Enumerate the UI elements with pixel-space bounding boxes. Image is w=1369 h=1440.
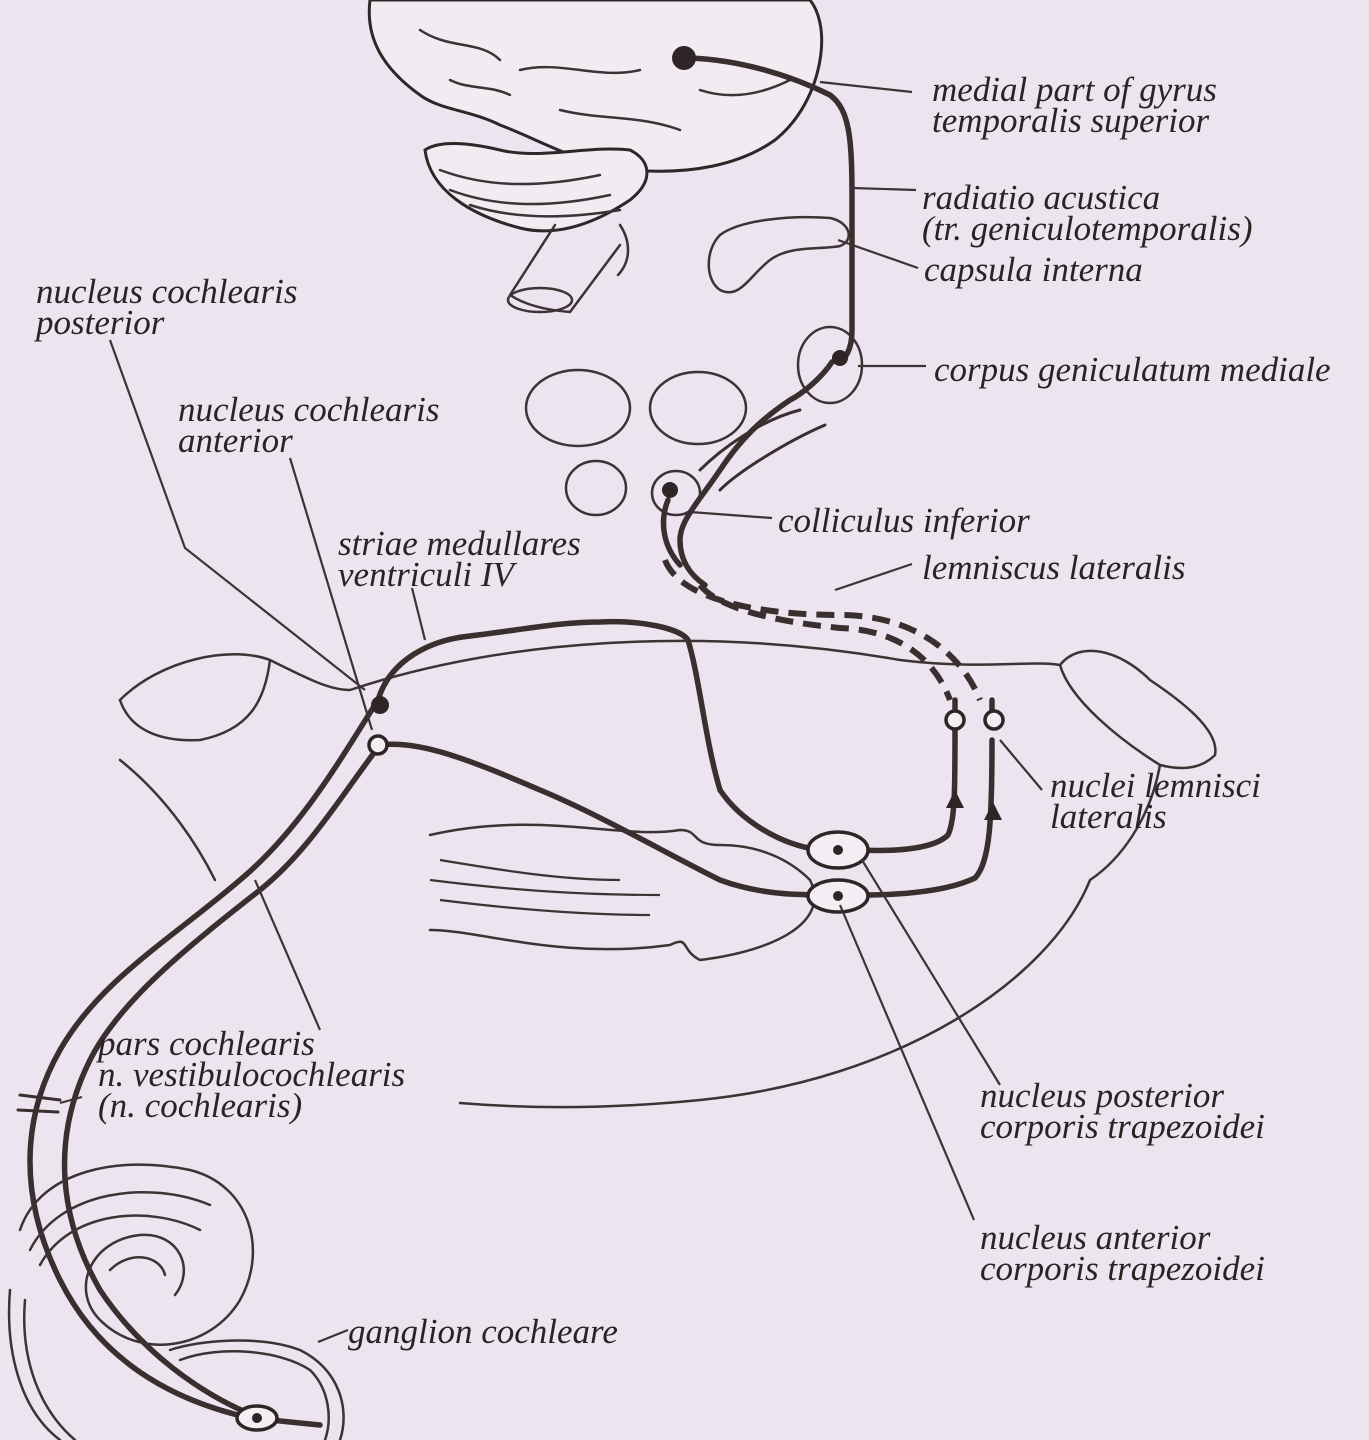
label-ganglion-cochleare: ganglion cochleare: [348, 1316, 618, 1347]
label-nucleus-anterior-trapezoidei: nucleus anterior corporis trapezoidei: [980, 1222, 1265, 1284]
label-nuclei-lemnisci-lateralis: nuclei lemnisci lateralis: [1050, 770, 1261, 832]
cochlea-spiral: [9, 1165, 344, 1440]
brainstem-outline: [510, 225, 620, 312]
lemniscal-nucleus-left: [946, 711, 964, 729]
colliculus-neuron: [662, 482, 678, 498]
label-nucleus-cochlearis-anterior: nucleus cochlearis anterior: [178, 394, 439, 456]
cortex-neuron: [672, 46, 696, 70]
label-pars-cochlearis: pars cochlearis n. vestibulocochlearis (…: [98, 1028, 405, 1121]
cerebellum-outline: [425, 144, 647, 231]
label-gyrus-temporalis: medial part of gyrus temporalis superior: [932, 74, 1217, 136]
label-corpus-geniculatum: corpus geniculatum mediale: [934, 354, 1331, 385]
brain-sketch: [369, 0, 821, 312]
pathway-lines: [18, 58, 992, 1425]
label-nucleus-cochlearis-posterior: nucleus cochlearis posterior: [36, 276, 297, 338]
geniculate-neuron: [832, 350, 848, 366]
cochlear-posterior-neuron: [371, 696, 389, 714]
leader-lines: [60, 82, 1042, 1342]
capsula-interna-shape: [709, 217, 849, 292]
superior-colliculus-right: [650, 372, 746, 444]
pons-outline: [120, 641, 1060, 700]
lemniscal-nucleus-right: [985, 711, 1003, 729]
inferior-colliculus-left: [566, 461, 626, 515]
label-radiatio-acustica: radiatio acustica (tr. geniculotemporali…: [922, 182, 1253, 244]
label-capsula-interna: capsula interna: [924, 254, 1143, 285]
superior-colliculus-left: [526, 370, 630, 446]
label-colliculus-inferior: colliculus inferior: [778, 505, 1030, 536]
label-lemniscus-lateralis: lemniscus lateralis: [922, 552, 1185, 583]
cochlear-anterior-neuron: [369, 736, 387, 754]
label-nucleus-posterior-trapezoidei: nucleus posterior corporis trapezoidei: [980, 1080, 1265, 1142]
label-striae-medullares: striae medullares ventriculi IV: [338, 528, 581, 590]
